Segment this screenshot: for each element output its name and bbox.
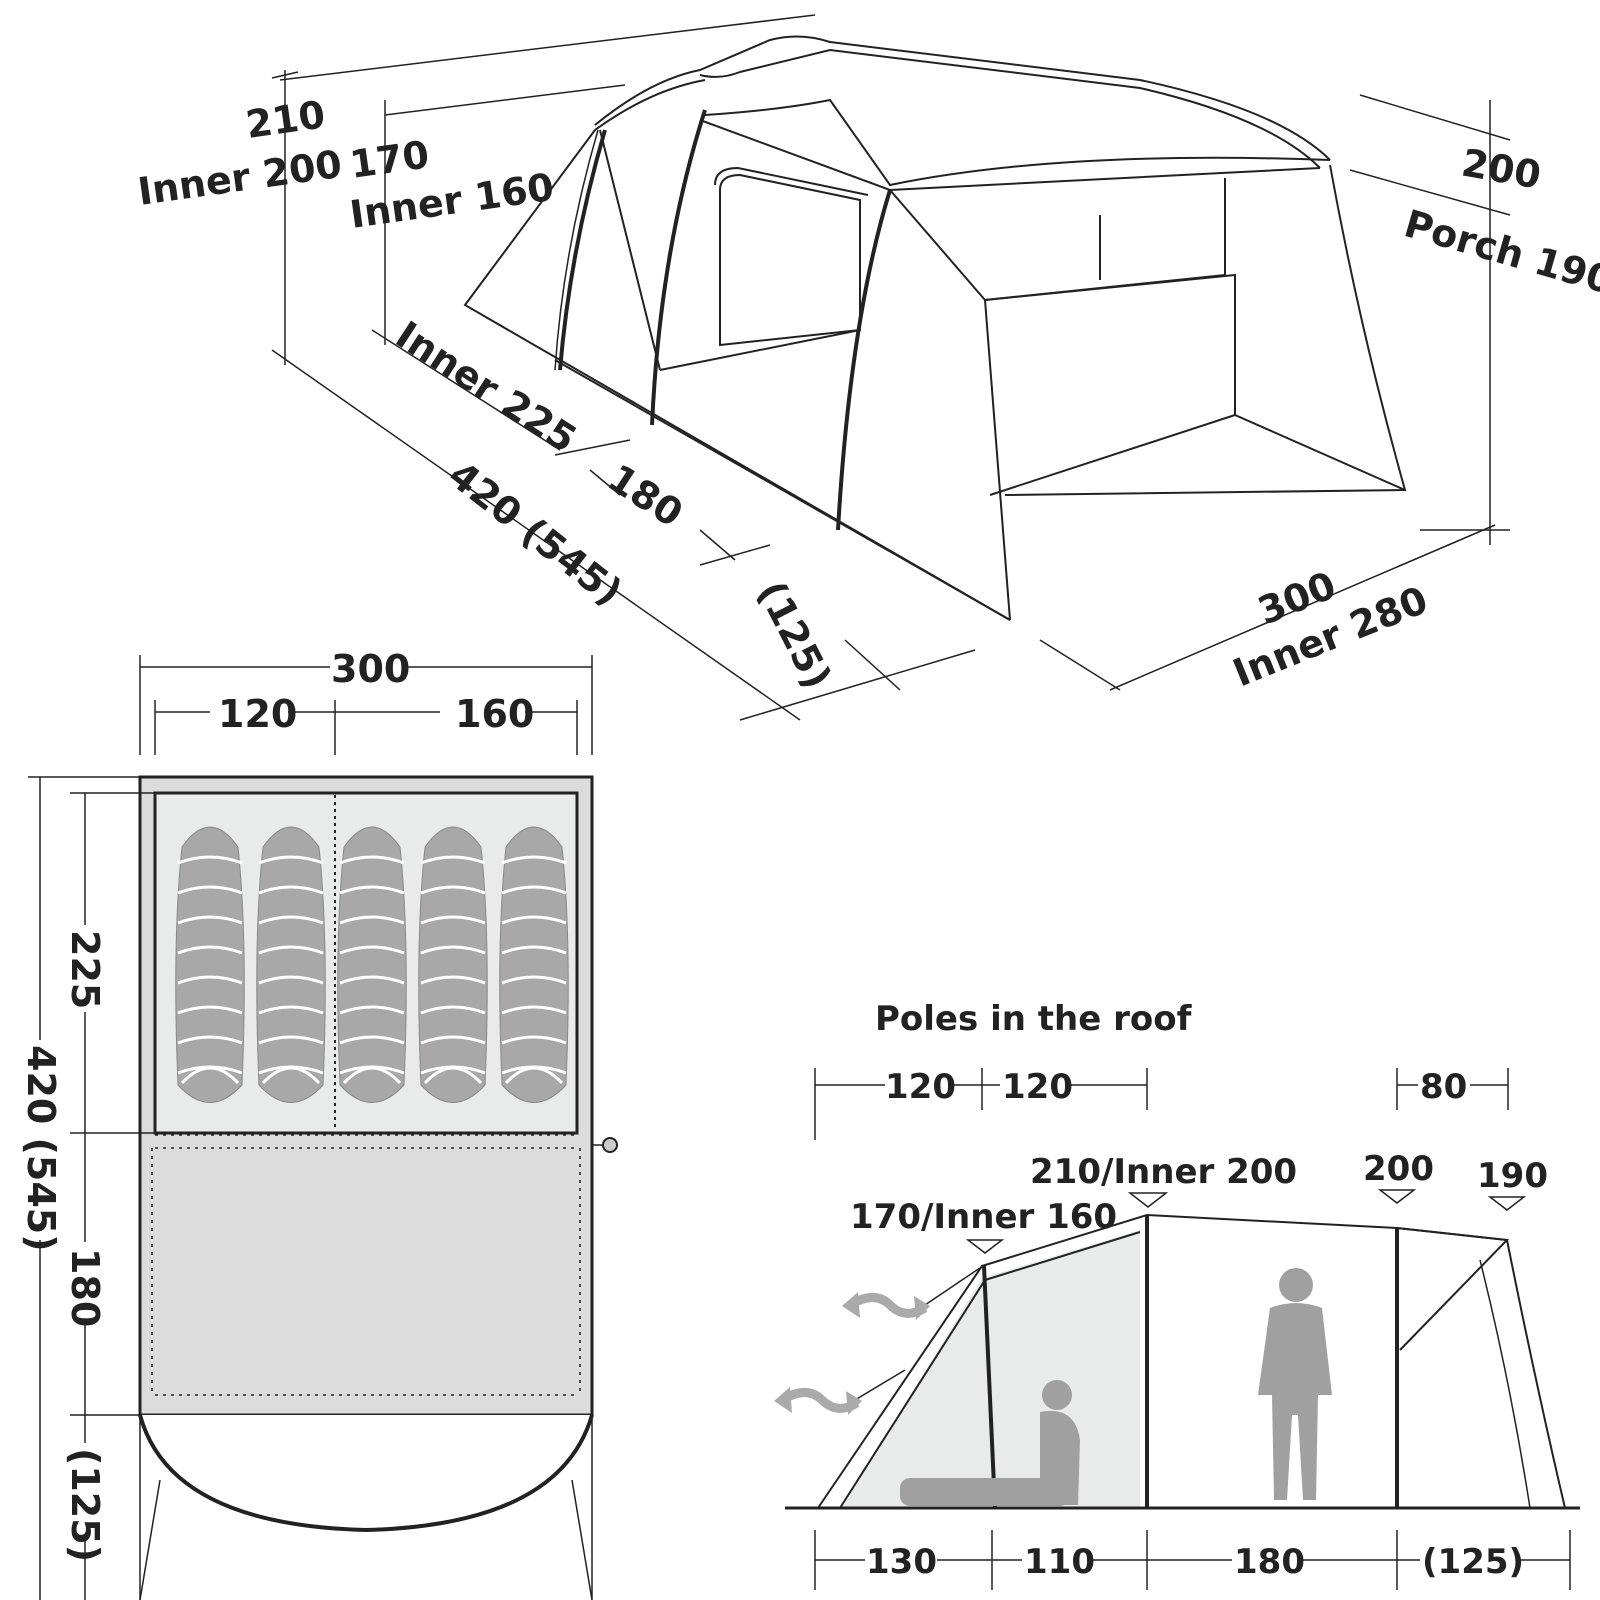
sleeping-bag-quilt-line	[258, 855, 324, 865]
sleeping-bag-quilt-line	[501, 885, 567, 895]
sleeping-bag-quilt-line	[177, 1005, 243, 1015]
sleeping-bag-quilt-line	[177, 1035, 243, 1045]
label-length-total: 420 (545)	[440, 452, 630, 614]
sleeping-bag-quilt-line	[258, 1005, 324, 1015]
floor-plan: 300 120 160 420 (545) 225 180 (125)	[19, 647, 618, 1600]
label-length-mid: 180	[600, 456, 690, 536]
label-length-inner: Inner 225	[388, 313, 584, 462]
vent-arrow-icon	[842, 1292, 930, 1320]
standing-person-icon	[1258, 1268, 1332, 1500]
sleeping-bag-quilt-line	[501, 1035, 567, 1045]
side-bottom-b: 110	[1024, 1542, 1095, 1582]
floor-length-porch: (125)	[63, 1448, 107, 1562]
sleeping-bag-quilt-line	[177, 945, 243, 955]
sleeping-bag-quilt-line	[177, 915, 243, 925]
porch-curve	[138, 1414, 594, 1533]
label-height-total: 210	[243, 92, 328, 147]
sleeping-bag-quilt-line	[339, 1035, 405, 1045]
sleeping-bag-quilt-line	[420, 915, 486, 925]
sleeping-bag	[418, 826, 488, 1103]
sleeping-bag-hood	[342, 1066, 402, 1085]
label-height-porch: 200	[1458, 141, 1544, 198]
sleeping-bag-quilt-line	[339, 915, 405, 925]
sleeping-bag	[256, 826, 326, 1103]
side-bottom-a: 130	[866, 1542, 937, 1582]
sleeping-bag	[175, 826, 245, 1103]
sleeping-bag-quilt-line	[420, 945, 486, 955]
sleeping-bag-hood	[423, 1066, 483, 1085]
sleeping-bag-quilt-line	[420, 1035, 486, 1045]
sleeping-bag-quilt-line	[501, 975, 567, 985]
label-length-porch: (125)	[749, 574, 840, 696]
vent-arrow-icon	[774, 1387, 862, 1415]
side-height-porch: 200	[1363, 1149, 1434, 1189]
floor-width-total: 300	[331, 647, 410, 691]
sleeping-bag-quilt-line	[177, 885, 243, 895]
sleeping-bag-quilt-line	[420, 1005, 486, 1015]
sleeping-bag-quilt-line	[339, 1005, 405, 1015]
sleeping-bag-quilt-line	[420, 885, 486, 895]
sleeping-bag-quilt-line	[501, 915, 567, 925]
sleeping-bag-quilt-line	[339, 975, 405, 985]
sleeping-bag-quilt-line	[258, 885, 324, 895]
side-pole-front	[982, 1265, 997, 1509]
sleeping-bag-quilt-line	[258, 975, 324, 985]
side-height-end: 190	[1477, 1156, 1548, 1196]
sleeping-bag-quilt-line	[339, 855, 405, 865]
side-roof-c: 80	[1420, 1067, 1467, 1107]
side-bottom-c: 180	[1234, 1542, 1305, 1582]
side-roof-b: 120	[1002, 1067, 1073, 1107]
floor-length-total: 420 (545)	[19, 1045, 63, 1252]
sleeping-bag-quilt-line	[177, 855, 243, 865]
sleeping-bag-quilt-line	[420, 975, 486, 985]
sleeping-bag	[499, 826, 569, 1103]
sleeping-bag-quilt-line	[501, 855, 567, 865]
perspective-dimension-lines	[271, 14, 1511, 721]
side-roof-a: 120	[885, 1067, 956, 1107]
tent-perspective-drawing	[463, 35, 1407, 621]
sleeping-bag-quilt-line	[420, 855, 486, 865]
sleeping-bag-quilt-line	[258, 1035, 324, 1045]
label-height-front: 170	[347, 132, 432, 187]
sitting-person-icon	[900, 1380, 1080, 1506]
floor-length-mid: 180	[63, 1248, 107, 1327]
perspective-view: 210 Inner 200 170 Inner 160 200 Porch 19…	[135, 14, 1600, 721]
floor-length-inner: 225	[63, 930, 107, 1009]
sleeping-bag-quilt-line	[501, 1005, 567, 1015]
door-toggle-icon	[602, 1137, 618, 1153]
floor-width-right: 160	[455, 692, 534, 736]
sleeping-bag-quilt-line	[258, 915, 324, 925]
sleeping-bag-quilt-line	[339, 945, 405, 955]
side-height-main: 210/Inner 200	[1030, 1152, 1297, 1192]
sleeping-bag-quilt-line	[177, 975, 243, 985]
sleeping-bag-quilt-line	[339, 885, 405, 895]
side-height-front: 170/Inner 160	[850, 1197, 1117, 1237]
side-inner-fill	[842, 1230, 1140, 1508]
label-porch-height: Porch 190	[1400, 201, 1600, 303]
side-bottom-d: (125)	[1422, 1542, 1524, 1582]
floor-width-left: 120	[218, 692, 297, 736]
sleeping-bags	[175, 826, 569, 1103]
sleeping-bag-quilt-line	[501, 945, 567, 955]
sleeping-bag-hood	[180, 1066, 240, 1085]
side-view: Poles in the roof 120 120 80 210/Inner 2…	[774, 999, 1580, 1590]
sleeping-bag-hood	[504, 1066, 564, 1085]
sleeping-bag-quilt-line	[258, 945, 324, 955]
side-title: Poles in the roof	[875, 999, 1193, 1039]
label-height-total-inner: Inner 200	[135, 142, 344, 214]
sleeping-bag	[337, 826, 407, 1103]
sleeping-bag-hood	[261, 1066, 321, 1085]
